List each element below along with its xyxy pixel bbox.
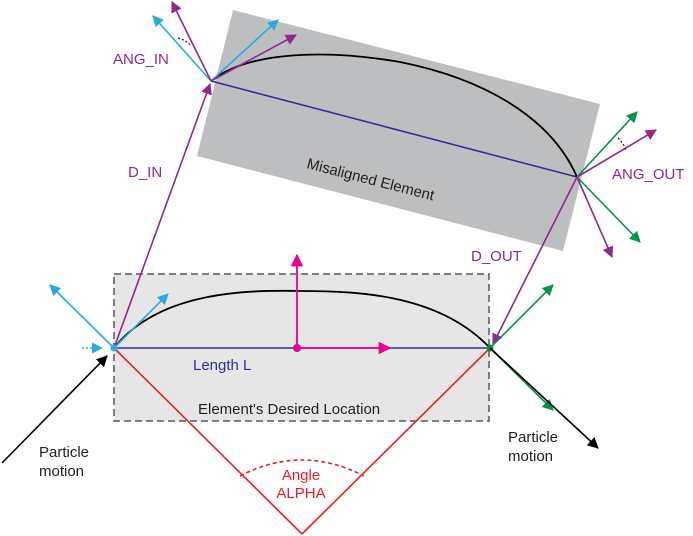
mis-exit-purple-up — [576, 129, 657, 178]
alpha-line-right — [301, 347, 491, 535]
mis-exit-purple-forward — [576, 176, 614, 259]
mis-exit-green-up — [576, 111, 638, 178]
d-out-arrow — [492, 176, 578, 346]
ang-out-label: ANG_OUT — [612, 166, 685, 183]
d-in-arrow — [113, 82, 212, 349]
angle-label-line1: Angle — [282, 467, 320, 484]
desired-location-label: Element's Desired Location — [198, 401, 380, 418]
particle-in-label-line2: motion — [39, 463, 84, 480]
particle-out-arrow — [489, 347, 599, 449]
d-out-label: D_OUT — [471, 248, 522, 265]
particle-in-arrow — [1, 355, 108, 464]
misaligned-element-arc — [210, 53, 578, 178]
ang-in-label: ANG_IN — [113, 51, 169, 68]
exit-axis-up — [489, 284, 554, 349]
entrance-point — [110, 344, 118, 352]
particle-in-label-line1: Particle — [39, 444, 89, 461]
particle-out-label-line2: motion — [508, 448, 553, 465]
alpha-arc — [239, 459, 365, 477]
particle-out-label-line1: Particle — [508, 429, 558, 446]
entrance-axis-forward — [113, 293, 169, 349]
mis-entrance-purple-forward — [210, 34, 297, 82]
ang-in-arc — [177, 37, 192, 47]
ang-out-arc — [617, 137, 627, 152]
misaligned-baseline — [210, 80, 578, 178]
angle-label-line2: ALPHA — [276, 485, 325, 502]
center-point — [293, 344, 301, 352]
mis-exit-green-forward — [576, 176, 641, 243]
d-in-label: D_IN — [128, 164, 162, 181]
mis-entrance-blue-forward — [210, 19, 279, 82]
length-label: Length L — [193, 357, 251, 374]
mis-entrance-blue-up — [152, 15, 212, 82]
alpha-line-left — [113, 347, 303, 535]
mis-entrance-purple-up — [171, 0, 212, 82]
desired-element-arc — [113, 289, 491, 349]
entrance-axis-up — [49, 284, 115, 349]
